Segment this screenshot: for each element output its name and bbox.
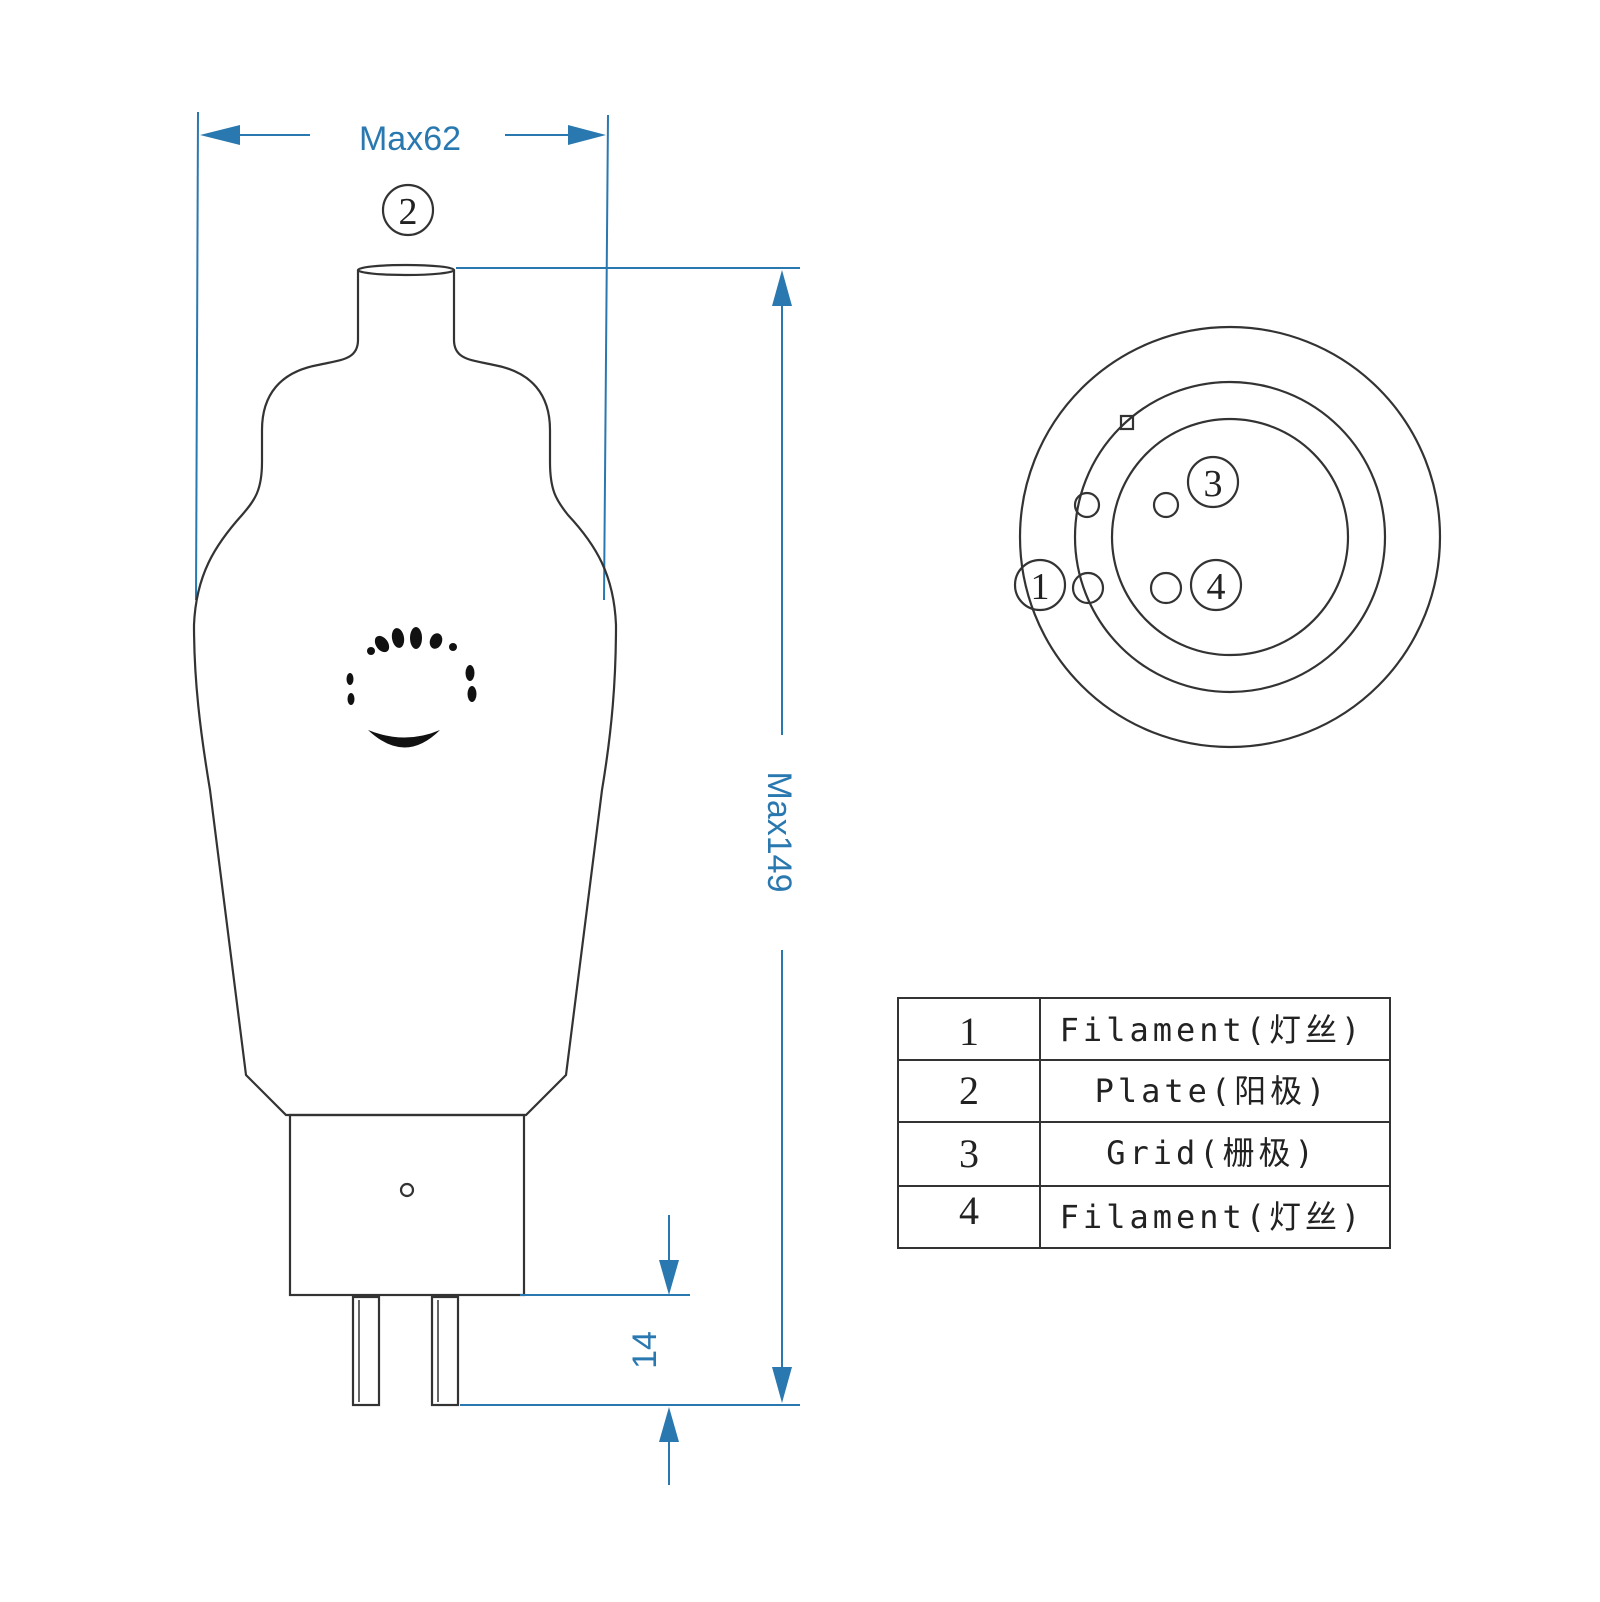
top-cap-marker: 2 (381, 183, 435, 237)
tube-base (288, 1113, 526, 1297)
outer-ring (1018, 325, 1442, 749)
pin-left (351, 1295, 381, 1407)
top-cap-rim (356, 263, 456, 277)
table-row-number: 4 (959, 1188, 979, 1233)
width-arrow-right (568, 125, 606, 145)
width-extension-right (603, 114, 609, 601)
inner-socket (1110, 417, 1350, 657)
pin1-circle (1013, 558, 1067, 612)
pin-right (430, 1295, 460, 1407)
table-row: 1 Filament(灯丝) (959, 1009, 1365, 1054)
tube-glass-outline (192, 270, 618, 1117)
pin3-circle (1186, 455, 1240, 509)
base-shell (288, 1113, 526, 1297)
table-row-number: 3 (959, 1131, 979, 1176)
height-label: Max149 (760, 772, 798, 893)
base-hole (399, 1182, 415, 1198)
width-label: Max62 (359, 120, 461, 158)
height-arrow-top (772, 270, 792, 306)
table-row-number: 2 (959, 1068, 979, 1113)
pin-hole-bottom-left (1071, 571, 1105, 605)
pin-length-label: 14 (626, 1331, 664, 1369)
top-cap-pin-number: 2 (399, 191, 418, 233)
tube-envelope (192, 263, 618, 1117)
base-bottom-view: 3 1 4 (1013, 325, 1442, 749)
width-dimension: Max62 (195, 111, 609, 601)
pin4-number: 4 (1207, 566, 1226, 608)
pin-hole-bottom-right (1149, 571, 1183, 605)
pin4-circle (1189, 558, 1243, 612)
table-row-name: Filament(灯丝) (1060, 1011, 1365, 1049)
table-row-name: Plate(阳极) (1095, 1072, 1330, 1110)
width-arrow-left (200, 125, 240, 145)
table-row-name: Filament(灯丝) (1060, 1198, 1365, 1236)
table-row: 4 Filament(灯丝) (959, 1188, 1365, 1236)
height-arrow-bottom (772, 1367, 792, 1403)
key-notch (1119, 414, 1135, 431)
pin1-number: 1 (1031, 566, 1050, 608)
top-cap-circle (381, 183, 435, 237)
table-row: 2 Plate(阳极) (959, 1068, 1330, 1113)
pin-length-dimension: 14 (520, 1215, 690, 1485)
height-dimension: Max149 (456, 267, 800, 1406)
pin-hole-top-left (1073, 491, 1101, 519)
pin-hole-top-right (1152, 491, 1180, 519)
tube-pins (351, 1295, 460, 1407)
width-extension-left (195, 111, 199, 601)
table-row: 3 Grid(栅极) (959, 1131, 1318, 1176)
pin-arrow-bottom (659, 1407, 679, 1442)
tube-logo-icon (346, 627, 477, 748)
table-row-name: Grid(栅极) (1106, 1134, 1318, 1172)
pin3-number: 3 (1204, 463, 1223, 505)
middle-ring (1073, 380, 1387, 694)
table-row-number: 1 (959, 1009, 979, 1054)
pin-arrow-top (659, 1260, 679, 1295)
pin-table: 1 Filament(灯丝) 2 Plate(阳极) 3 Grid(栅极) 4 … (897, 997, 1391, 1249)
